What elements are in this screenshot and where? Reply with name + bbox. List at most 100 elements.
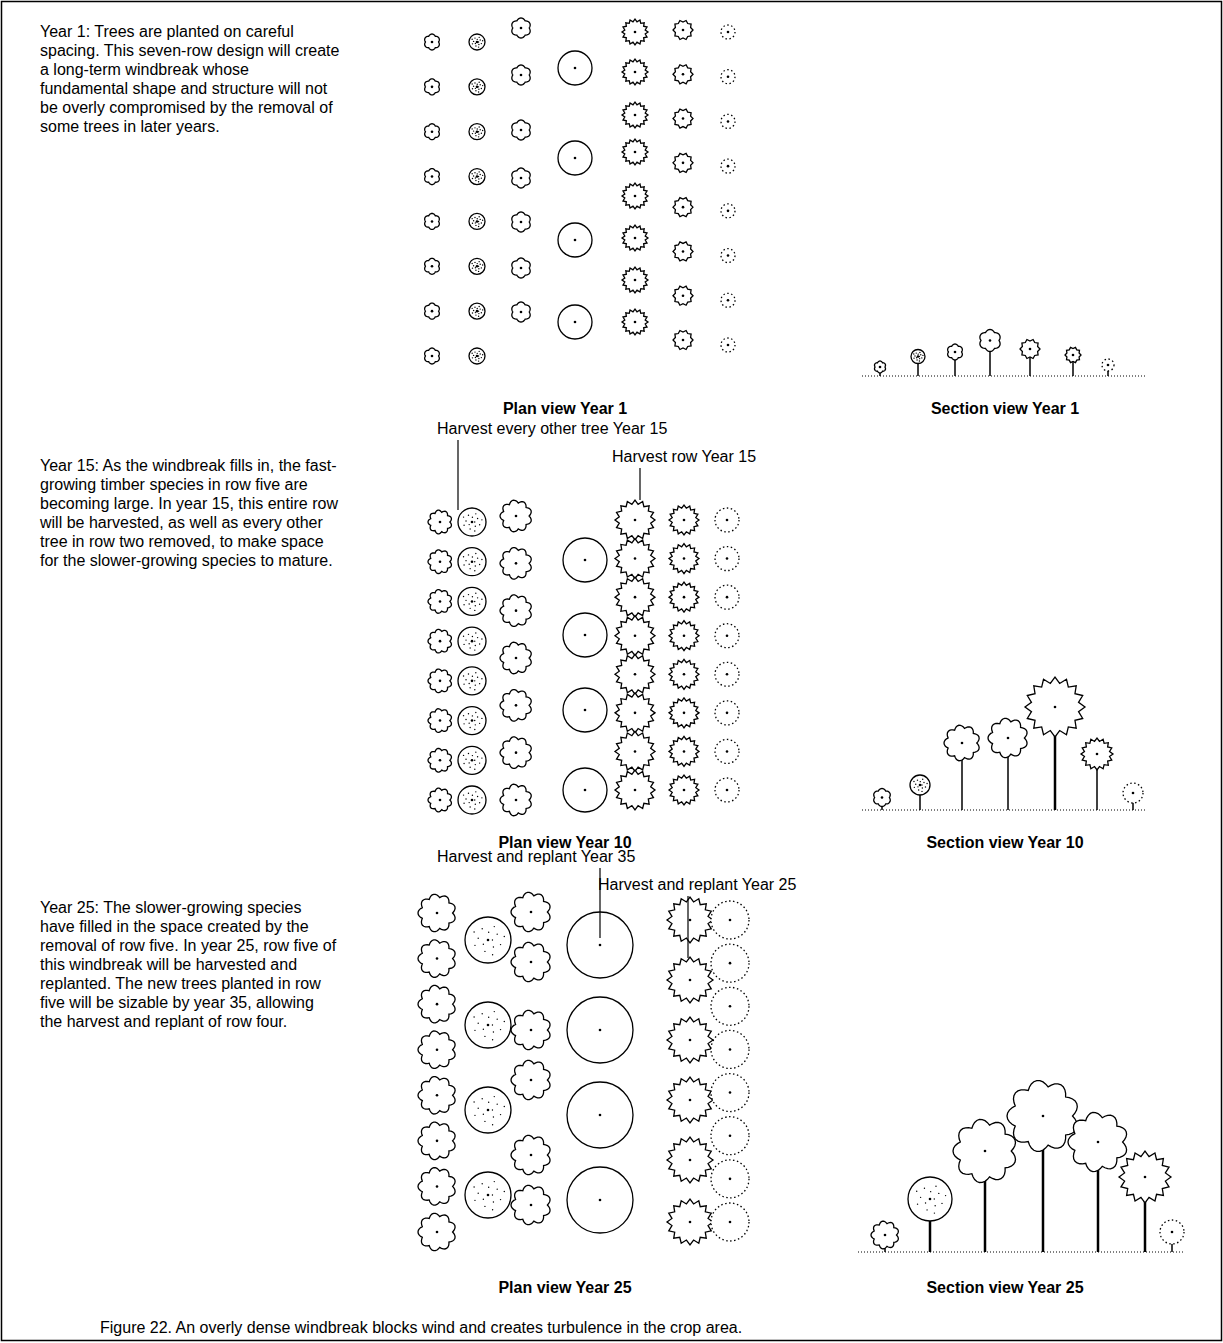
trunk-dot — [683, 634, 686, 637]
stipple-dot — [475, 645, 476, 646]
leader-line — [639, 468, 640, 500]
trunk-dot — [476, 130, 479, 133]
stipple-dot — [468, 673, 469, 674]
tree-crown — [425, 79, 440, 95]
tree-crown — [563, 538, 607, 582]
stipple-dot — [463, 604, 464, 605]
stipple-dot — [478, 271, 479, 272]
trunk-dot — [881, 796, 884, 799]
tree-crown — [500, 737, 531, 769]
stipple-dot — [473, 1186, 474, 1187]
tree-crown — [1065, 347, 1081, 362]
trunk-dot — [884, 1234, 887, 1237]
trunk-dot — [520, 27, 523, 30]
tree-crown — [511, 1135, 550, 1174]
trunk-dot — [515, 657, 518, 660]
trunk-dot — [584, 789, 587, 792]
stipple-dot — [479, 683, 480, 684]
trunk-dot — [1107, 364, 1110, 367]
trunk-dot — [727, 210, 730, 213]
stipple-dot — [468, 762, 469, 763]
stipple-dot — [918, 353, 919, 354]
stipple-dot — [465, 639, 466, 640]
stipple-dot — [474, 729, 475, 730]
stipple-dot — [497, 1018, 498, 1019]
stipple-dot — [463, 516, 464, 517]
tree-crown — [1020, 339, 1040, 358]
stipple-dot — [914, 787, 915, 788]
stipple-dot — [473, 1016, 474, 1017]
stipple-dot — [925, 786, 926, 787]
tree-crown — [558, 223, 592, 257]
stipple-dot — [468, 753, 469, 754]
tree-crown — [428, 629, 451, 653]
stipple-dot — [475, 605, 476, 606]
stipple-dot — [468, 683, 469, 684]
tree-crown — [465, 917, 511, 963]
stipple-dot — [483, 1199, 484, 1200]
trunk-dot — [954, 351, 957, 354]
stipple-dot — [474, 689, 475, 690]
stipple-dot — [475, 724, 476, 725]
stipple-dot — [475, 672, 476, 673]
trunk-dot — [515, 704, 518, 707]
stipple-dot — [475, 270, 476, 271]
stipple-dot — [474, 217, 475, 218]
stipple-dot — [484, 1206, 485, 1207]
stipple-dot — [479, 643, 480, 644]
stipple-dot — [479, 723, 480, 724]
stipple-dot — [463, 803, 464, 804]
stipple-dot — [478, 46, 479, 47]
stipple-dot — [481, 357, 482, 358]
tree-crown — [615, 539, 655, 579]
trunk-dot — [476, 355, 479, 358]
trunk-dot — [929, 1198, 932, 1201]
stipple-dot — [468, 603, 469, 604]
ground-line — [862, 810, 1145, 811]
trunk-dot — [431, 41, 434, 44]
trunk-dot — [689, 979, 692, 982]
stipple-dot — [465, 560, 466, 561]
tree-crown — [711, 1074, 749, 1112]
stipple-dot — [481, 757, 482, 758]
tree-crown — [511, 1060, 550, 1099]
tree-crown — [512, 258, 530, 278]
stipple-dot — [918, 789, 919, 790]
trunk-dot — [487, 939, 490, 942]
stipple-dot — [478, 44, 479, 45]
stipple-dot — [475, 526, 476, 527]
stipple-dot — [475, 222, 476, 223]
stipple-dot — [477, 518, 478, 519]
stipple-dot — [474, 799, 475, 800]
stipple-dot — [930, 1191, 931, 1192]
tree-crown — [500, 642, 531, 674]
stipple-dot — [475, 45, 476, 46]
trunk-dot — [520, 311, 523, 314]
trunk-dot — [682, 29, 685, 32]
trunk-dot — [530, 911, 533, 914]
tree-crown — [622, 102, 648, 128]
tree-crown — [458, 587, 486, 615]
stipple-dot — [482, 264, 483, 265]
stipple-dot — [924, 1188, 925, 1189]
stipple-dot — [463, 723, 464, 724]
stipple-dot — [922, 787, 923, 788]
stipple-dot — [474, 945, 475, 946]
stipple-dot — [478, 360, 479, 361]
stipple-dot — [922, 778, 923, 779]
stipple-dot — [488, 1187, 489, 1188]
stipple-dot — [475, 225, 476, 226]
stipple-dot — [493, 946, 494, 947]
stipple-dot — [484, 951, 485, 952]
stipple-dot — [472, 795, 473, 796]
stipple-dot — [473, 310, 474, 311]
trunk-dot — [689, 1099, 692, 1102]
stipple-dot — [473, 220, 474, 221]
trunk-dot — [919, 784, 922, 787]
stipple-dot — [472, 178, 473, 179]
stipple-dot — [481, 1183, 482, 1184]
stipple-dot — [478, 351, 479, 352]
stipple-dot — [492, 1109, 493, 1110]
